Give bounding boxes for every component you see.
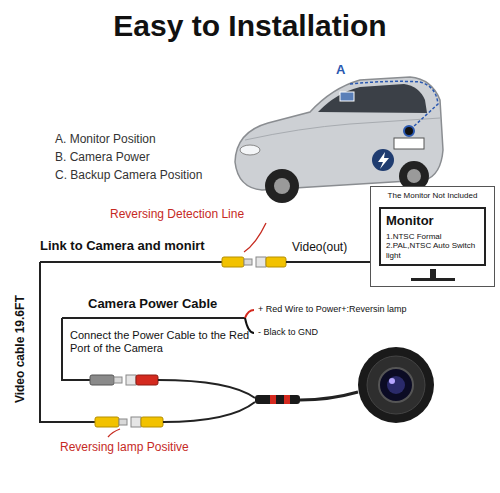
monitor-screen: Monitor 1.NTSC Formal2.PAL,NTSC Auto Swit… [379, 207, 486, 266]
wire-note: + Red Wire to Power+:Reversin lamp [258, 304, 407, 315]
frame-note: The Monitor Not Included [375, 191, 490, 201]
lens-glass [387, 376, 405, 394]
power-socket [136, 375, 158, 385]
monitor-title: Monitor [386, 213, 479, 229]
rca-tip [119, 419, 127, 425]
rca-plug [222, 257, 244, 267]
rca-socket [131, 417, 141, 427]
lightning-icon [378, 152, 389, 169]
leader-line [108, 429, 120, 437]
car-headlight [240, 145, 260, 155]
red-wire [245, 310, 254, 318]
car-wheel [265, 169, 299, 203]
video-wire [40, 261, 222, 263]
lens-highlight [389, 378, 395, 384]
power-cable [62, 317, 245, 319]
camera-mark [404, 126, 414, 136]
video-cable [40, 262, 95, 422]
power-socket [126, 375, 136, 385]
power-mark [372, 149, 394, 171]
camera-lens [379, 368, 413, 402]
heat-shrink-band [270, 395, 276, 404]
wire-note: - Black to GND [258, 327, 318, 338]
heat-shrink [255, 395, 300, 404]
cable-route [350, 81, 438, 128]
spec-line: 1.NTSC Formal [386, 232, 479, 242]
camera-flange [367, 356, 425, 414]
wire-label: Camera Power Cable [88, 296, 217, 312]
callout-letter: A [336, 62, 345, 78]
license-plate [394, 138, 424, 149]
callout-label: Reversing Detection Line [110, 207, 244, 221]
monitor-stand [430, 269, 436, 278]
camera-wire [158, 380, 255, 398]
monitor-base [411, 278, 455, 281]
car-crease [245, 118, 440, 140]
car-window [318, 84, 427, 113]
rca-socket [256, 257, 266, 267]
rca-socket [141, 417, 163, 427]
camera-body [358, 347, 434, 423]
signal-label: Video(out) [292, 240, 347, 254]
legend-line: C. Backup Camera Position [55, 168, 202, 182]
wire-label: Link to Camera and monirt [40, 238, 205, 254]
car-body [235, 77, 443, 190]
instruction-note: Connect the Power Cable to the Red Port … [70, 329, 260, 355]
monitor-frame: The Monitor Not IncludedMonitor 1.NTSC Fo… [370, 186, 495, 287]
leader-line [244, 223, 266, 252]
video-wire [286, 261, 370, 263]
rca-plug [95, 417, 119, 427]
heat-shrink-band [284, 395, 290, 404]
cable-length: Video cable 19.6FT [13, 264, 27, 434]
power-plug [90, 375, 114, 385]
monitor-mark [340, 92, 354, 101]
camera-cable [300, 392, 358, 400]
callout-label: Reversing lamp Positive [60, 440, 189, 454]
camera-wire [163, 402, 255, 422]
spec-line: 2.PAL,NTSC Auto Switch light [386, 241, 479, 260]
legend-line: A. Monitor Position [55, 132, 156, 146]
plug-tip [114, 377, 122, 383]
legend-line: B. Camera Power [55, 150, 150, 164]
rca-tip [244, 259, 252, 265]
title: Easy to Installation [0, 8, 500, 44]
car-rim [407, 169, 421, 183]
car-rim [274, 178, 290, 194]
rca-socket [266, 257, 286, 267]
